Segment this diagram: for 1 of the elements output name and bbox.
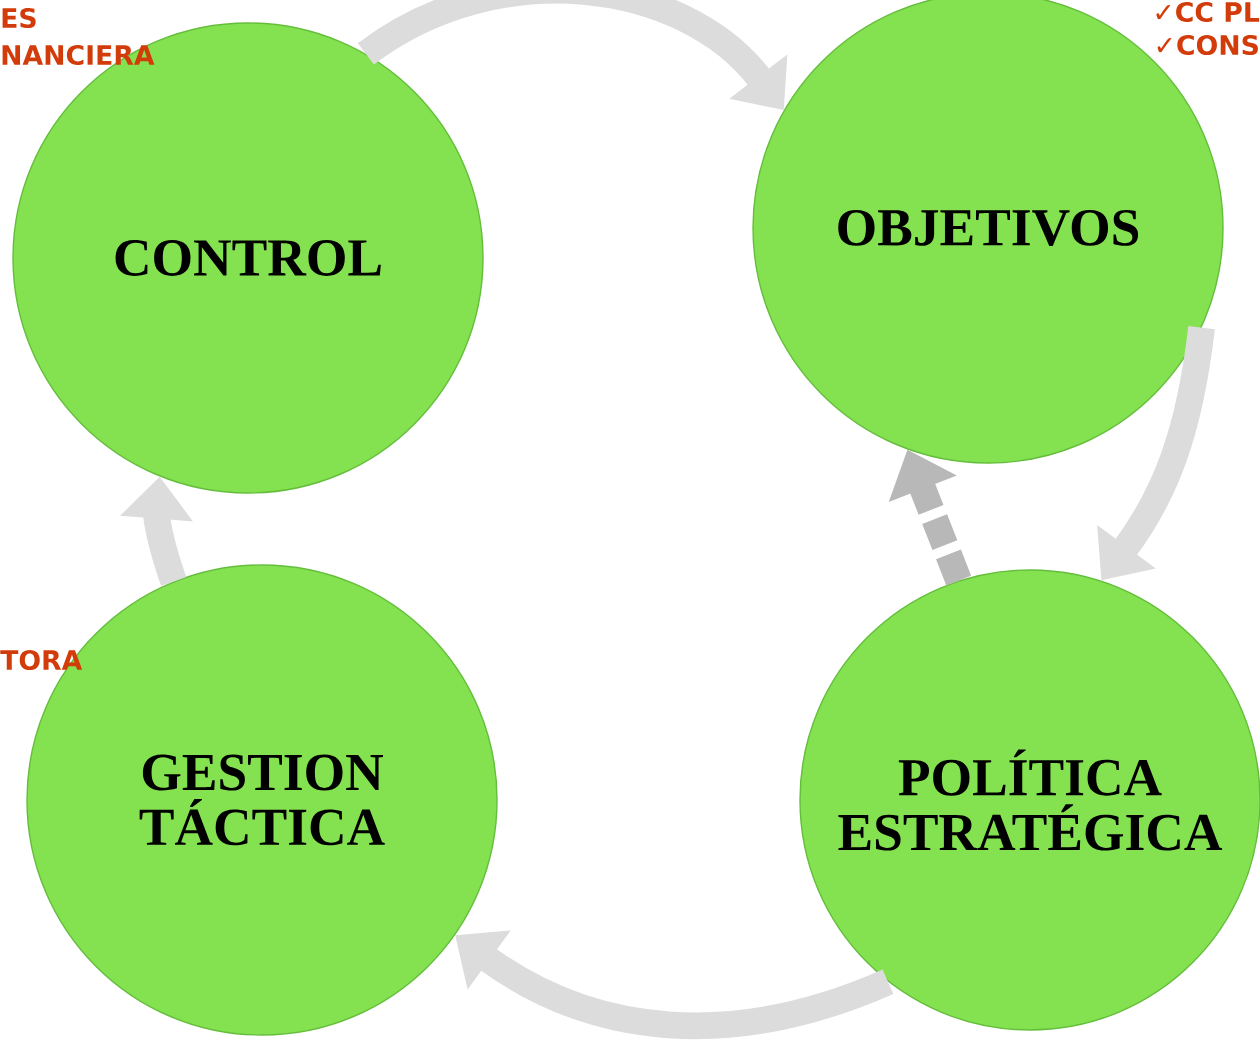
circle-node: POLÍTICA ESTRATÉGICA (799, 569, 1260, 1031)
